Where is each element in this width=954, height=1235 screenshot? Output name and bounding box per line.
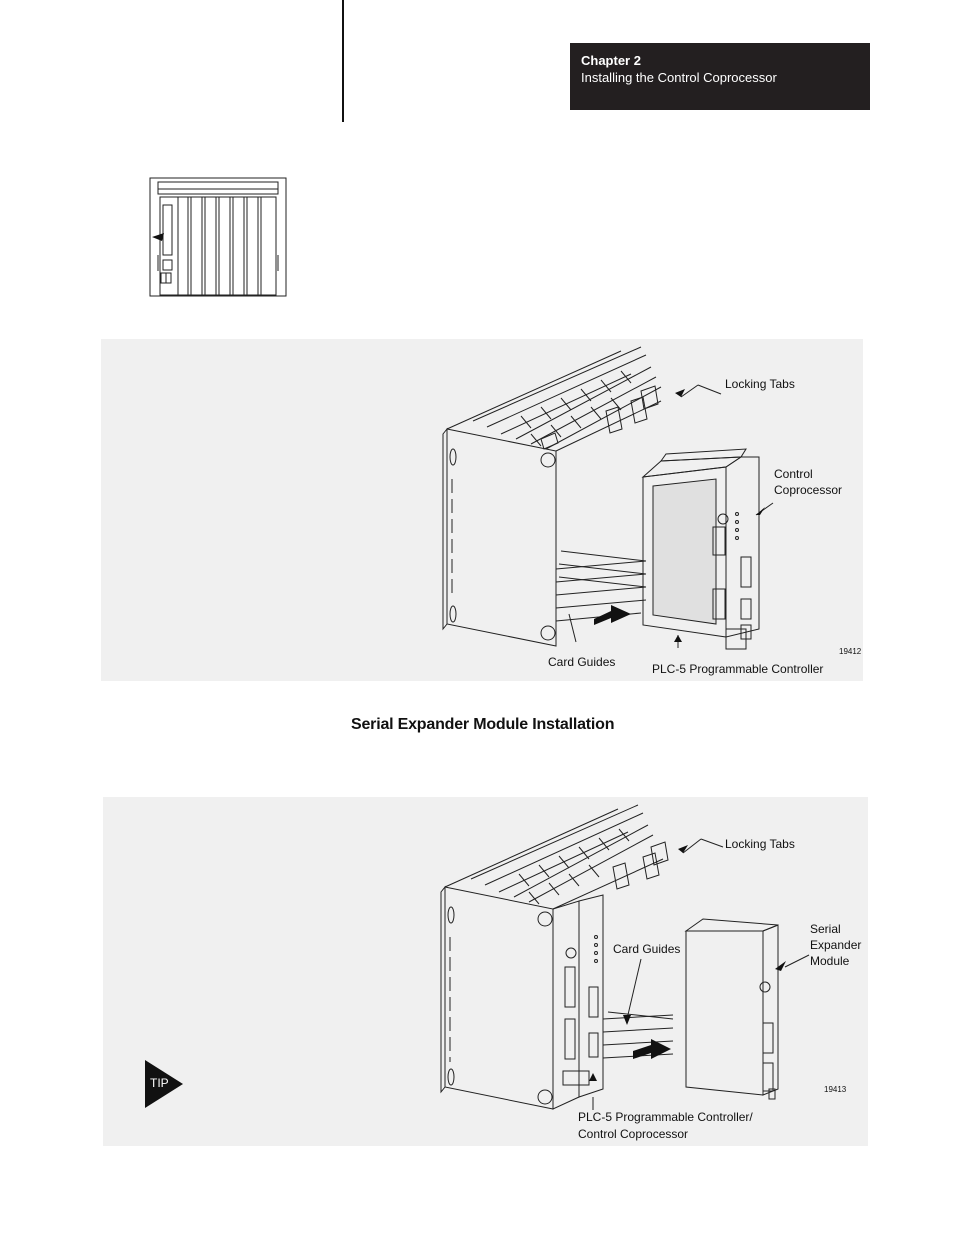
chassis-installation-drawing — [442, 346, 774, 650]
serial-expander-drawing — [440, 804, 810, 1110]
figure-number: 19412 — [839, 647, 862, 656]
chapter-number: Chapter 2 — [581, 53, 641, 68]
card-guides-label: Card Guides — [613, 942, 681, 956]
serial-expander-label-line1: Serial — [810, 922, 841, 936]
serial-expander-label-line3: Module — [810, 954, 850, 968]
figure-number: 19413 — [824, 1085, 847, 1094]
plc5-label: PLC-5 Programmable Controller — [652, 662, 824, 676]
plc5-coprocessor-label-line1: PLC-5 Programmable Controller/ — [578, 1110, 753, 1124]
chapter-title: Installing the Control Coprocessor — [581, 70, 777, 85]
serial-expander-label-line2: Expander — [810, 938, 862, 952]
chassis-thumbnail-icon — [149, 177, 287, 297]
margin-rule — [342, 0, 344, 122]
tip-icon: TIP — [145, 1060, 185, 1108]
control-coprocessor-label-line2: Coprocessor — [774, 483, 843, 497]
section-title: Serial Expander Module Installation — [351, 716, 615, 733]
locking-tabs-label: Locking Tabs — [725, 837, 795, 851]
plc5-coprocessor-label-line2: Control Coprocessor — [578, 1127, 689, 1141]
card-guides-label: Card Guides — [548, 655, 616, 669]
figure-control-coprocessor-installation: Locking Tabs Control Coprocessor Card Gu… — [101, 339, 863, 681]
figure-serial-expander-installation: Locking Tabs Card Guides Serial Expander… — [103, 797, 868, 1146]
chapter-header: Chapter 2 Installing the Control Coproce… — [570, 43, 870, 110]
control-coprocessor-label-line1: Control — [774, 467, 813, 481]
tip-label: TIP — [150, 1076, 169, 1090]
locking-tabs-label: Locking Tabs — [725, 377, 795, 391]
